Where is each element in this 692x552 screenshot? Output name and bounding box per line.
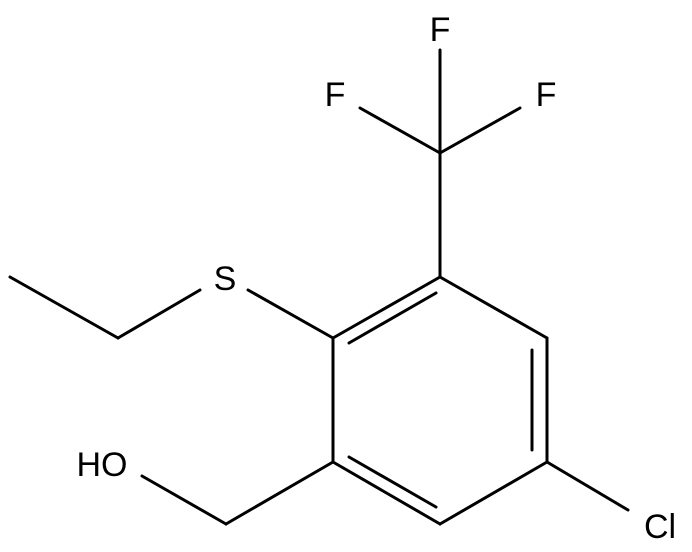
bond-c-f-right [438, 106, 522, 155]
bond-ring-s [246, 288, 335, 340]
fluorine-left-label: F [325, 76, 346, 114]
bond-ring-c3-c4 [438, 460, 549, 526]
bond-ring-c4-c5 [331, 460, 442, 526]
bond-ch2-ch3 [8, 275, 120, 340]
fluorine-top-label: F [430, 11, 451, 49]
bond-s-ch2 [116, 288, 202, 340]
bond-ring-ch2 [224, 460, 335, 526]
bond-ring-c4-c5-inner [347, 455, 438, 509]
fluorine-right-label: F [536, 76, 557, 114]
chlorine-label: Cl [644, 508, 676, 546]
bond-c-f-left [358, 106, 442, 155]
bond-ring-cl [545, 460, 630, 512]
bond-ring-c1-c2 [438, 275, 549, 340]
bond-ch2-o [140, 474, 228, 526]
hydroxyl-label: HO [77, 446, 128, 484]
sulfur-label: S [214, 260, 237, 298]
bond-ring-c6-c1 [331, 275, 442, 340]
bond-ring-c6-c1-inner [347, 291, 438, 345]
